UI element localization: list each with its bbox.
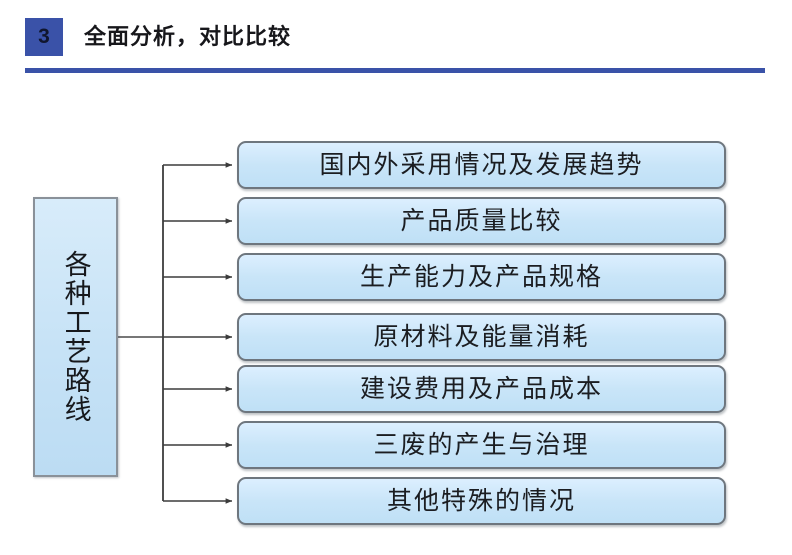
- page-title: 全面分析，对比比较: [84, 24, 292, 49]
- leaf-node-5[interactable]: 建设费用及产品成本: [237, 365, 726, 413]
- slide-header: 3 全面分析，对比比较: [0, 0, 792, 80]
- process-comparison-diagram: 各种工艺路线 国内外采用情况及发展趋势 产品质量比较 生产能力及产品规格 原材料…: [0, 80, 792, 555]
- leaf-node-6[interactable]: 三废的产生与治理: [237, 421, 726, 469]
- leaf-node-3[interactable]: 生产能力及产品规格: [237, 253, 726, 301]
- leaf-node-label: 产品质量比较: [400, 207, 563, 235]
- leaf-node-label: 生产能力及产品规格: [359, 263, 603, 291]
- root-node-label: 各种工艺路线: [60, 250, 91, 424]
- title-divider: [25, 68, 765, 73]
- leaf-node-label: 三废的产生与治理: [373, 431, 590, 459]
- leaf-node-label: 建设费用及产品成本: [359, 375, 603, 403]
- leaf-node-7[interactable]: 其他特殊的情况: [237, 477, 726, 525]
- leaf-node-1[interactable]: 国内外采用情况及发展趋势: [237, 141, 726, 189]
- leaf-node-label: 原材料及能量消耗: [373, 323, 590, 351]
- root-node[interactable]: 各种工艺路线: [33, 197, 118, 477]
- slide-number-badge: 3: [25, 18, 63, 56]
- leaf-node-label: 国内外采用情况及发展趋势: [319, 151, 644, 179]
- leaf-node-2[interactable]: 产品质量比较: [237, 197, 726, 245]
- leaf-node-label: 其他特殊的情况: [386, 487, 576, 515]
- connector-lines: [118, 162, 233, 504]
- leaf-node-4[interactable]: 原材料及能量消耗: [237, 313, 726, 361]
